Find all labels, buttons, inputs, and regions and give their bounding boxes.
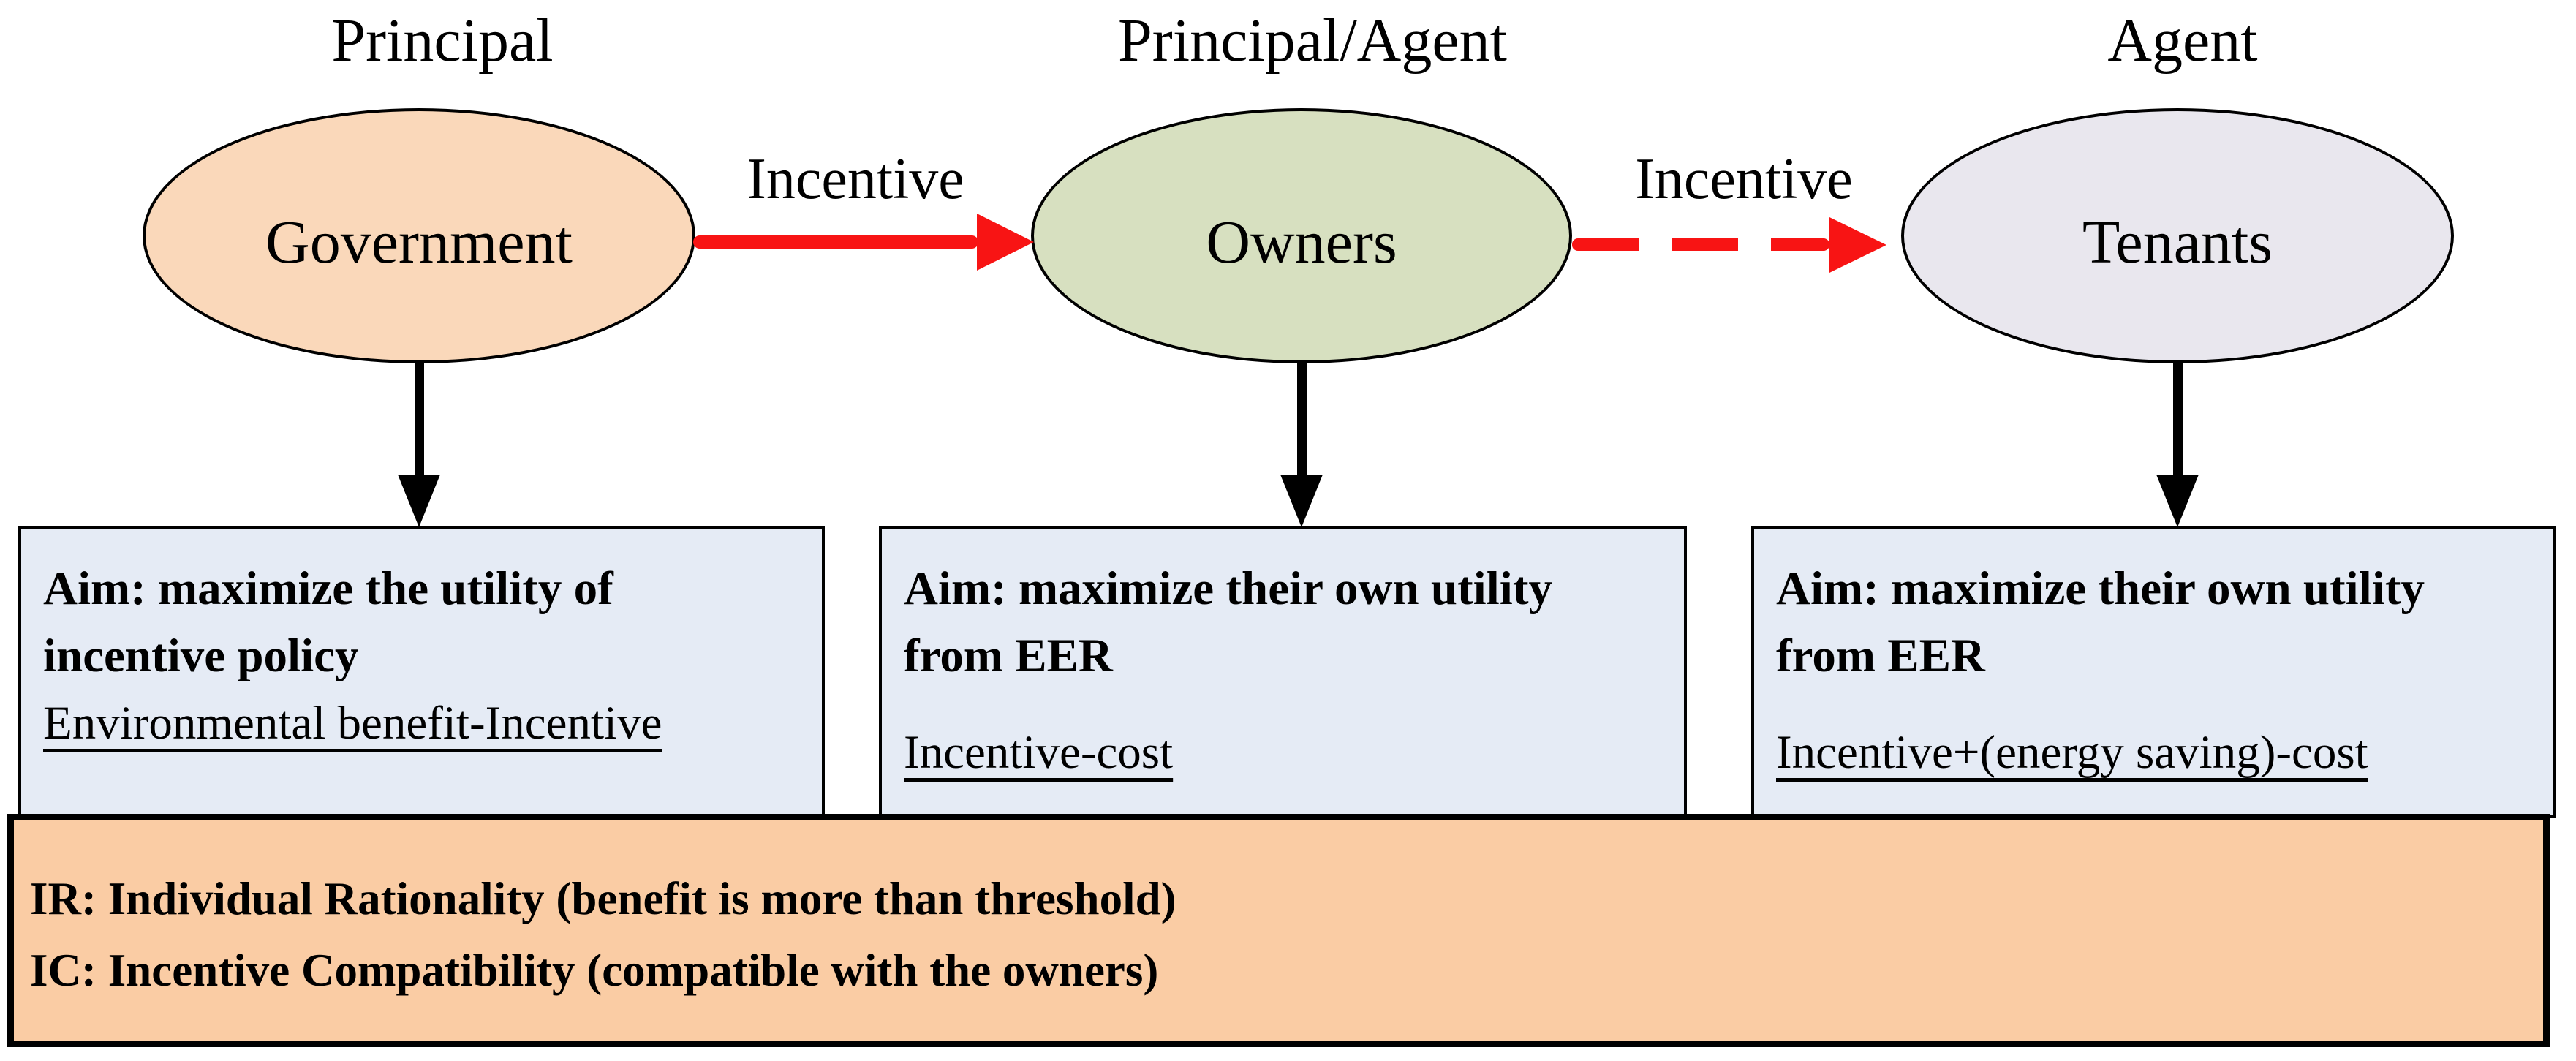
owners-aim-box: Aim: maximize their own utility from EER… <box>879 526 1687 818</box>
government-label: Government <box>265 208 573 276</box>
tenants-ellipse: Tenants <box>1901 108 2454 363</box>
government-aim-line-1: Aim: maximize the utility of <box>43 562 613 615</box>
government-aim-line-2: incentive policy <box>43 630 359 682</box>
government-ellipse: Government <box>143 108 695 363</box>
constraints-box: IR: Individual Rationality (benefit is m… <box>7 814 2550 1047</box>
incentive-label-owners-tenants: Incentive <box>1635 147 1853 211</box>
tenants-aim-line-2: from EER <box>1776 630 1985 682</box>
owners-label: Owners <box>1206 208 1397 276</box>
owners-ellipse: Owners <box>1031 108 1572 363</box>
government-aim-box: Aim: maximize the utility of incentive p… <box>18 526 825 818</box>
role-label-agent: Agent <box>2107 7 2258 75</box>
down-arrow-government-head-icon <box>398 475 440 527</box>
incentive-compatibility-line: IC: Incentive Compatibility (compatible … <box>30 945 1159 996</box>
down-arrow-owners-shaft <box>1297 363 1307 475</box>
role-label-principal-agent: Principal/Agent <box>1118 7 1507 75</box>
tenants-utility-formula: Incentive+(energy saving)-cost <box>1776 726 2368 779</box>
owners-aim-line-2: from EER <box>904 630 1113 682</box>
incentive-arrow-solid-shaft <box>693 235 978 249</box>
incentive-arrow-solid-head-icon <box>977 214 1034 271</box>
tenants-aim-line-1: Aim: maximize their own utility <box>1776 562 2425 615</box>
owners-aim-line-1: Aim: maximize their own utility <box>904 562 1552 615</box>
down-arrow-tenants-shaft <box>2173 363 2183 475</box>
incentive-arrow-dashed-head-icon <box>1829 217 1886 273</box>
role-label-principal: Principal <box>331 7 554 75</box>
down-arrow-government-shaft <box>415 363 424 475</box>
owners-utility-formula: Incentive-cost <box>904 726 1174 779</box>
down-arrow-owners-head-icon <box>1280 475 1323 527</box>
tenants-aim-box: Aim: maximize their own utility from EER… <box>1751 526 2556 818</box>
individual-rationality-line: IR: Individual Rationality (benefit is m… <box>30 873 1176 924</box>
incentive-label-government-owners: Incentive <box>747 147 964 211</box>
down-arrow-tenants-head-icon <box>2156 475 2199 527</box>
government-utility-formula: Environmental benefit-Incentive <box>43 697 662 750</box>
tenants-label: Tenants <box>2082 208 2273 276</box>
incentive-arrow-dashed-shaft <box>1572 238 1829 251</box>
